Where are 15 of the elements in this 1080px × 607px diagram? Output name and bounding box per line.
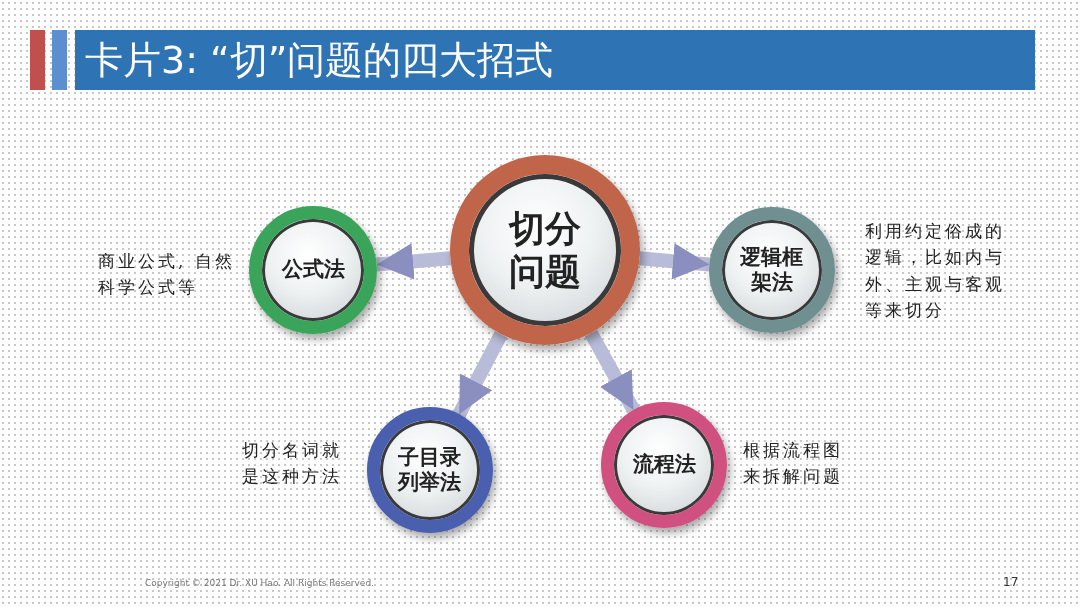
circle-label: 子目录列举法 bbox=[396, 444, 463, 496]
arrow bbox=[584, 329, 640, 414]
copyright-note: Copyright © 2021 Dr. XU Hao. All Rights Reserved. bbox=[145, 578, 374, 588]
circle-label: 公式法 bbox=[281, 257, 345, 283]
description-text: 切分名词就是这种方法 bbox=[242, 439, 343, 489]
description-text: 商业公式, 自然科学公式等 bbox=[98, 250, 236, 300]
circle-label: 切分问题 bbox=[507, 206, 582, 294]
arrow bbox=[376, 243, 451, 280]
description-text: 根据流程图来拆解问题 bbox=[743, 439, 844, 489]
title-bar: 卡片3: “切”问题的四大招式 bbox=[75, 30, 1035, 90]
arrow bbox=[639, 243, 710, 280]
page-number: 17 bbox=[1003, 575, 1019, 589]
circle-label: 流程法 bbox=[632, 452, 696, 478]
circle-label: 逻辑框架法 bbox=[739, 244, 805, 296]
description-text: 利用约定俗成的逻辑，比如内与外、主观与客观等来切分 bbox=[865, 220, 1006, 323]
